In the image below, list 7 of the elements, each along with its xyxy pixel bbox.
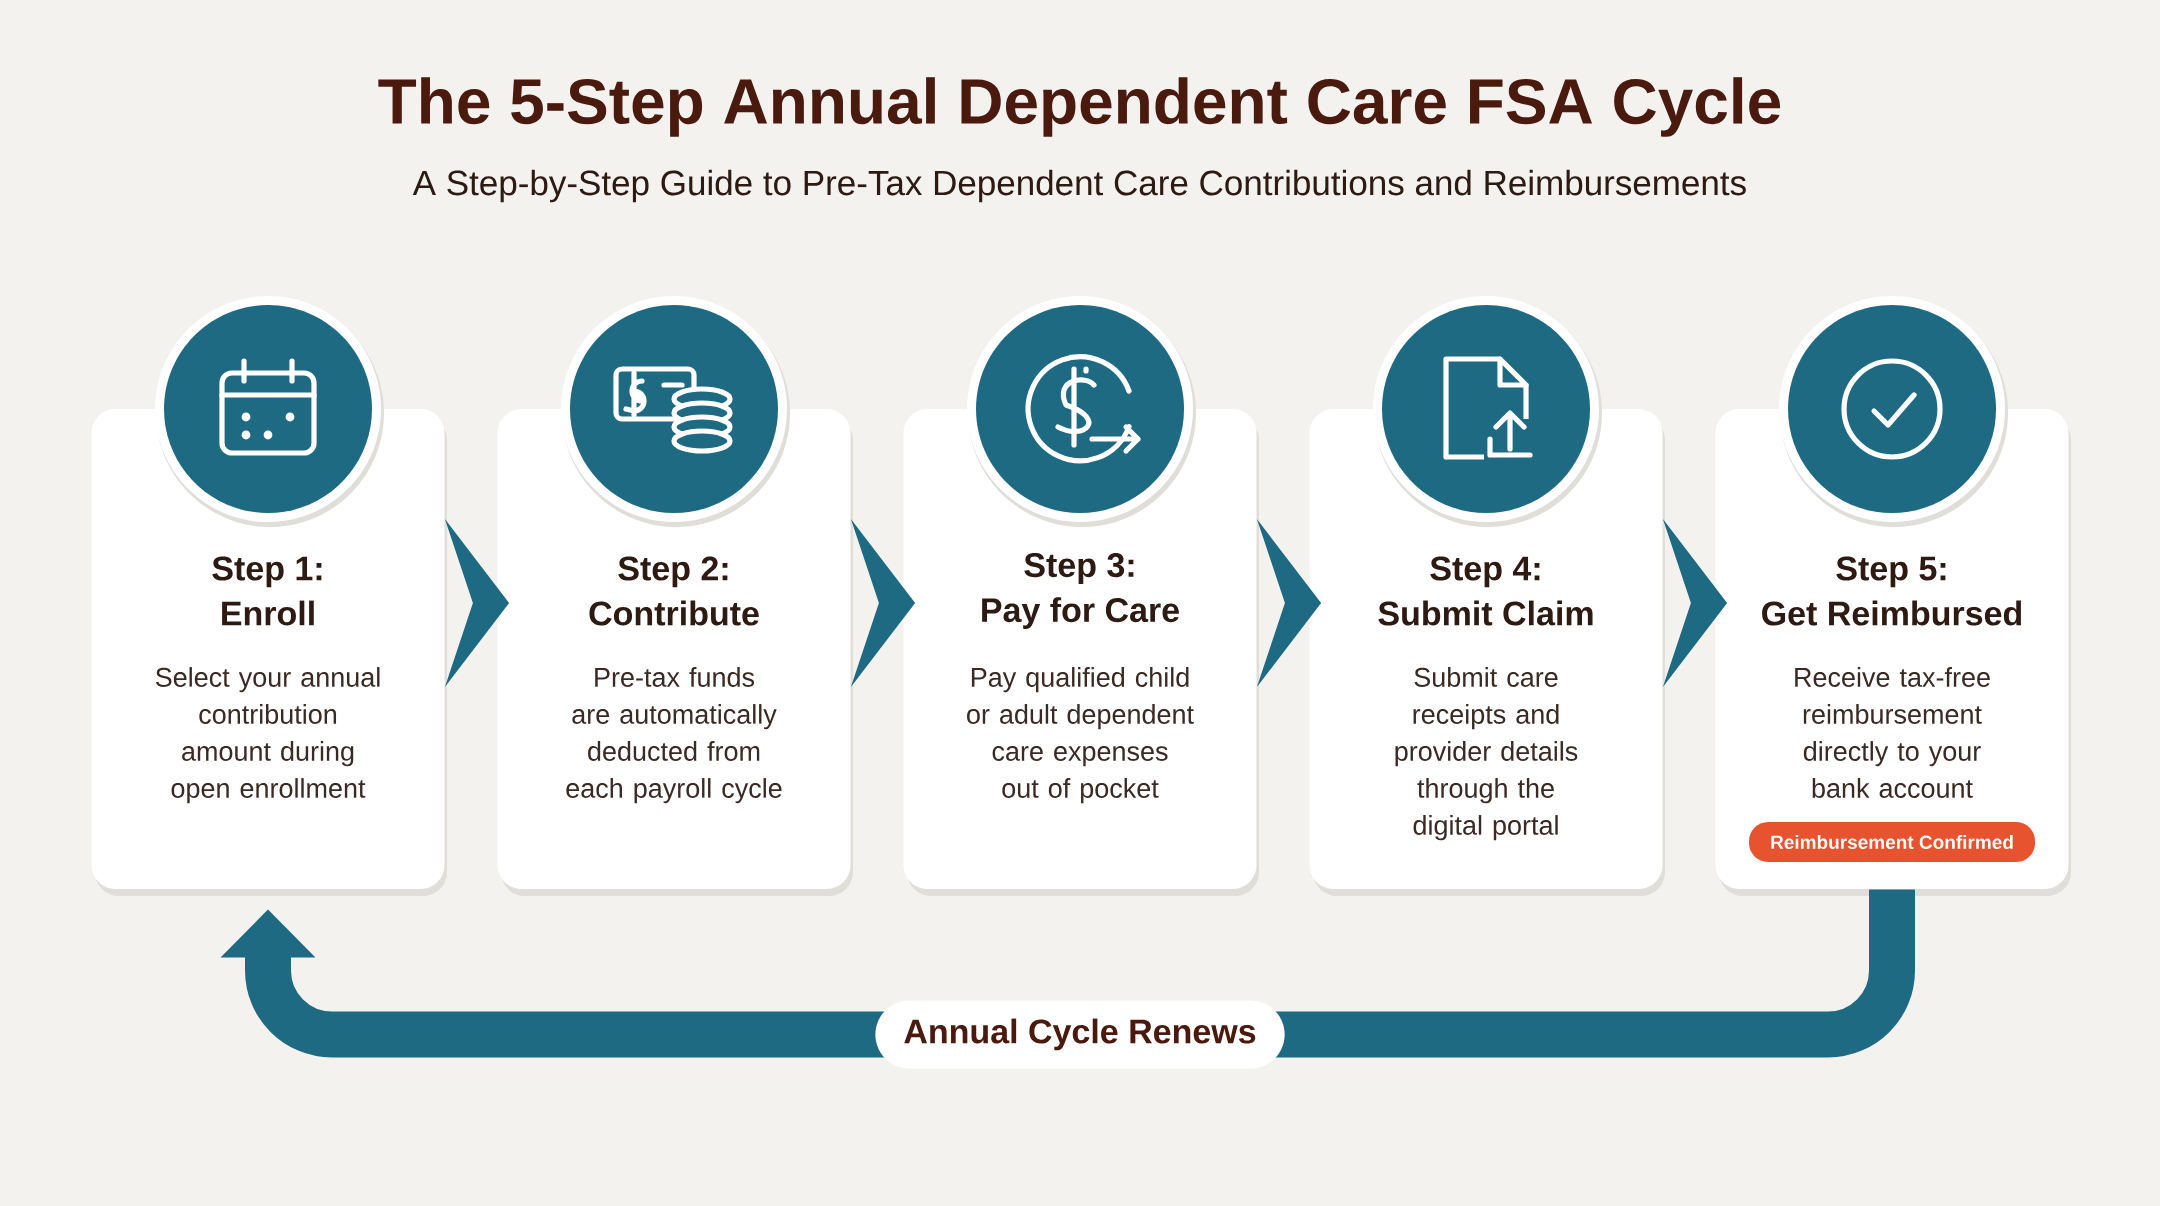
edge-label: Annual Cycle Renews [875,1000,1285,1069]
chevron-arrow [850,519,916,687]
title: The 5-Step Annual Dependent Care FSA Cycle [378,77,1781,137]
chevron-arrow [1256,519,1322,687]
chevron-arrow [444,519,510,687]
subtitle: A Step-by-Step Guide to Pre-Tax Dependent Care Contributions and Reimbursements [412,169,1746,203]
chevron-arrow [1662,519,1728,687]
